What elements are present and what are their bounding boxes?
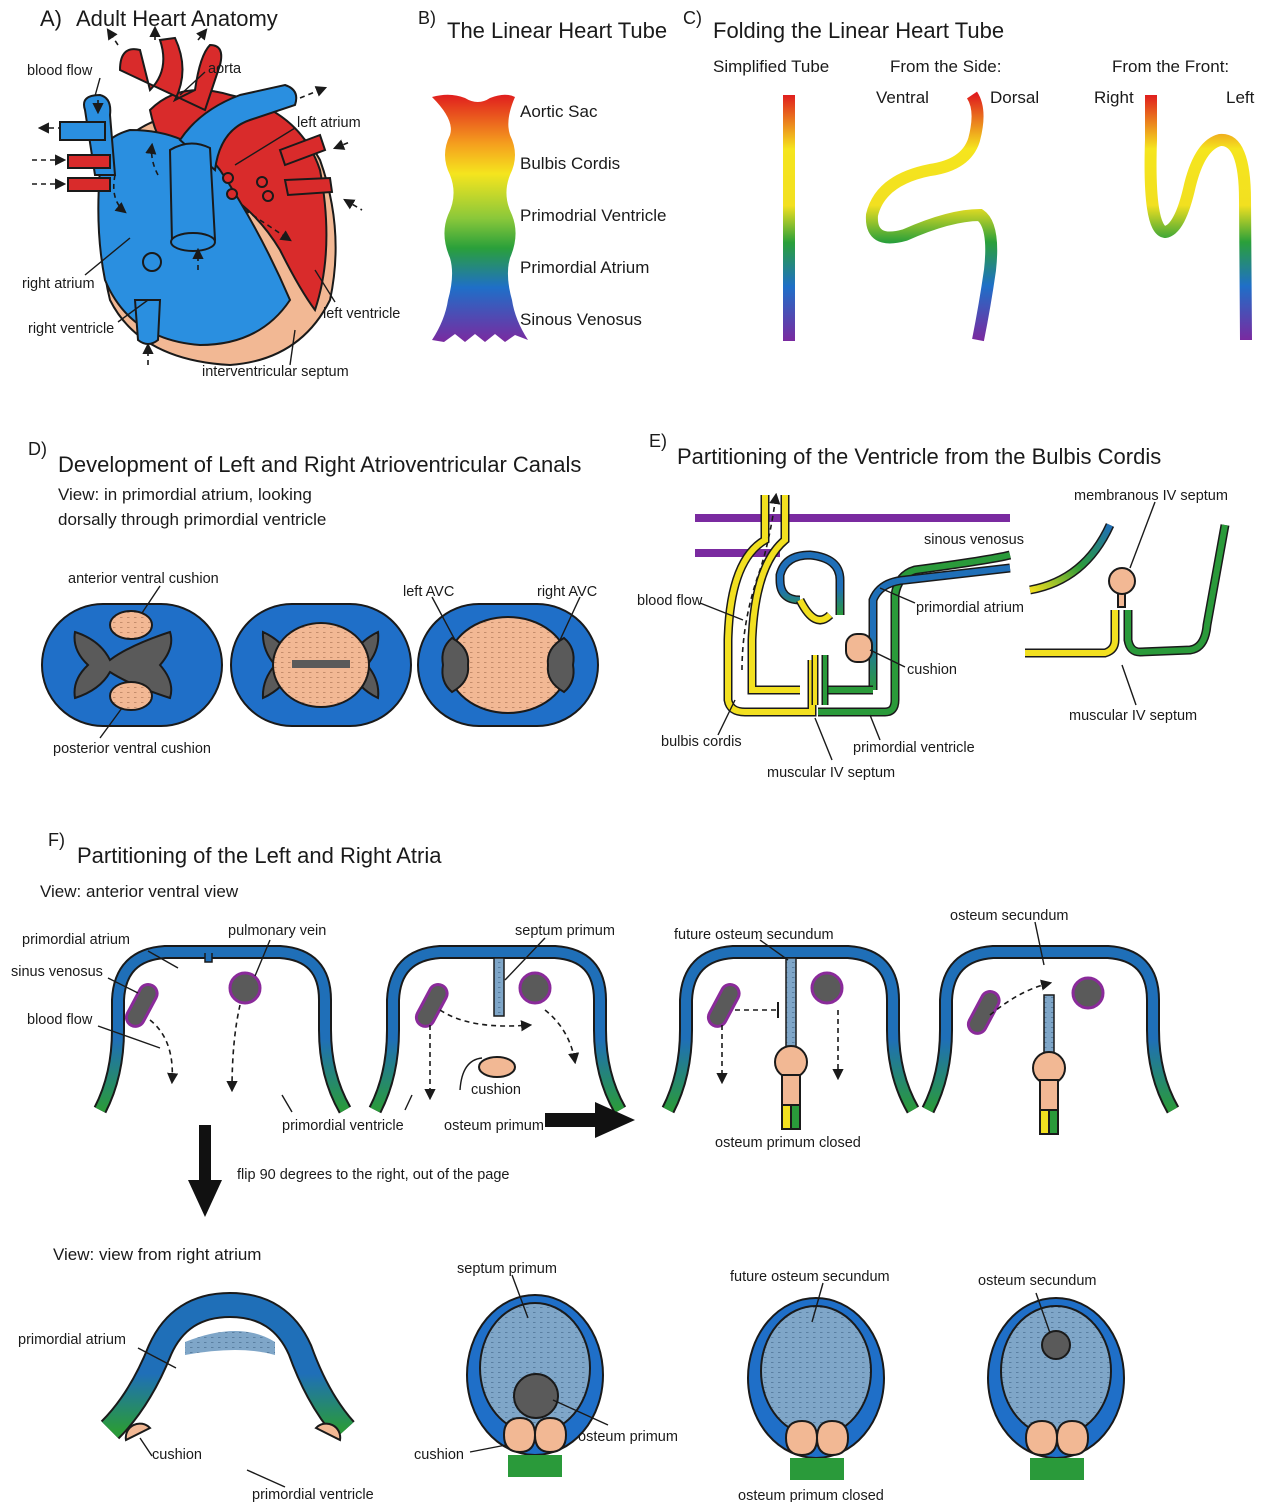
label-septum-primum-b: septum primum [457,1261,557,1277]
panel-f-title: Partitioning of the Left and Right Atria [77,843,442,868]
label-blood-flow-f: blood flow [27,1012,93,1028]
label-osteum-primum-b: osteum primum [578,1429,678,1445]
label-muscular-iv-septum: muscular IV septum [767,765,895,781]
atria-stage-1 [100,952,345,1110]
panel-b-title: The Linear Heart Tube [447,18,667,43]
atria-stage-3 [668,952,913,1129]
label-left-atrium: left atrium [297,115,361,131]
label-anterior-ventral-cushion: anterior ventral cushion [68,571,219,587]
label-osteum-primum-closed: osteum primum closed [715,1135,861,1151]
segment-sinous-venosus: Sinous Venosus [520,310,642,329]
panel-d-view-line2: dorsally through primordial ventricle [58,510,326,529]
right-view-stage-2 [467,1275,608,1477]
simplified-tube [783,95,795,341]
iv-septum-detail [1025,502,1225,705]
flip-arrow [188,1125,222,1217]
label-interventricular-septum: interventricular septum [202,364,349,380]
label-right-atrium: right atrium [22,276,95,292]
segment-primordial-ventricle: Primodrial Ventricle [520,206,666,225]
label-right: Right [1094,88,1134,107]
label-primordial-atrium-b: primordial atrium [18,1332,126,1348]
right-view-stage-1 [110,1305,345,1487]
panel-f: F) Partitioning of the Left and Right At… [11,830,1173,1502]
label-primordial-ventricle-e: primordial ventricle [853,740,975,756]
label-posterior-ventral-cushion: posterior ventral cushion [53,741,211,757]
label-septum-primum: septum primum [515,923,615,939]
panel-b-letter: B) [418,8,436,28]
label-blood-flow-e: blood flow [637,593,703,609]
label-muscular-iv-septum-2: muscular IV septum [1069,708,1197,724]
label-membranous-iv-septum: membranous IV septum [1074,488,1228,504]
label-sinus-venosus: sinus venosus [11,964,103,980]
segment-bulbis-cordis: Bulbis Cordis [520,154,620,173]
right-view-stage-4 [988,1293,1124,1480]
avc-stage-2 [231,604,411,726]
label-right-ventricle: right ventricle [28,321,114,337]
label-simplified-tube: Simplified Tube [713,57,829,76]
label-cushion-f: cushion [471,1082,521,1098]
label-osteum-primum-closed-b: osteum primum closed [738,1488,884,1502]
label-left-ventricle: left ventricle [323,306,400,322]
panel-b: B) The Linear Heart Tube Aortic Sac Bulb… [418,8,667,342]
label-primordial-ventricle-f: primordial ventricle [282,1118,404,1134]
panel-a-title: Adult Heart Anatomy [76,6,278,31]
label-osteum-secundum: osteum secundum [950,908,1068,924]
panel-c: C) Folding the Linear Heart Tube Simplif… [683,8,1255,341]
label-sinous-venosus: sinous venosus [924,532,1024,548]
panel-f-letter: F) [48,830,65,850]
panel-f-view-bottom: View: view from right atrium [53,1245,261,1264]
label-left: Left [1226,88,1255,107]
panel-d-letter: D) [28,439,47,459]
label-dorsal: Dorsal [990,88,1039,107]
label-aorta: aorta [208,61,242,77]
label-cushion-b: cushion [152,1447,202,1463]
label-primordial-atrium-f: primordial atrium [22,932,130,948]
panel-f-view-top: View: anterior ventral view [40,882,239,901]
panel-d-title: Development of Left and Right Atrioventr… [58,452,581,477]
right-view-stage-3 [748,1283,884,1480]
label-cushion-e: cushion [907,662,957,678]
label-pulmonary-vein: pulmonary vein [228,923,326,939]
panel-c-letter: C) [683,8,702,28]
label-right-avc: right AVC [537,584,597,600]
label-osteum-primum: osteum primum [444,1118,544,1134]
label-from-front: From the Front: [1112,57,1229,76]
label-bulbis-cordis: bulbis cordis [661,734,742,750]
panel-d-view-line1: View: in primordial atrium, looking [58,485,312,504]
label-primordial-atrium-e: primordial atrium [916,600,1024,616]
label-future-osteum-secundum: future osteum secundum [674,927,834,943]
label-flip-instruction: flip 90 degrees to the right, out of the… [237,1167,509,1183]
label-future-osteum-secundum-b: future osteum secundum [730,1269,890,1285]
front-view-tube [1151,95,1246,340]
atria-stage-4 [928,952,1173,1134]
panel-a-letter: A) [40,6,62,31]
label-cushion-b2: cushion [414,1447,464,1463]
label-osteum-secundum-b: osteum secundum [978,1273,1096,1289]
label-left-avc: left AVC [403,584,454,600]
label-primordial-ventricle-b: primordial ventricle [252,1487,374,1502]
panel-a: A) Adult Heart Anatomy [22,6,400,380]
label-blood-flow: blood flow [27,63,93,79]
segment-aortic-sac: Aortic Sac [520,102,598,121]
panel-d: D) Development of Left and Right Atriove… [28,439,598,757]
segment-primordial-atrium: Primordial Atrium [520,258,649,277]
panel-c-title: Folding the Linear Heart Tube [713,18,1004,43]
panel-e: E) Partitioning of the Ventricle from th… [637,431,1228,781]
avc-stage-1 [42,604,222,726]
panel-e-title: Partitioning of the Ventricle from the B… [677,444,1161,469]
linear-heart-tube [432,95,528,342]
panel-e-letter: E) [649,431,667,451]
label-ventral: Ventral [876,88,929,107]
side-view-tube [872,95,991,340]
label-from-side: From the Side: [890,57,1002,76]
